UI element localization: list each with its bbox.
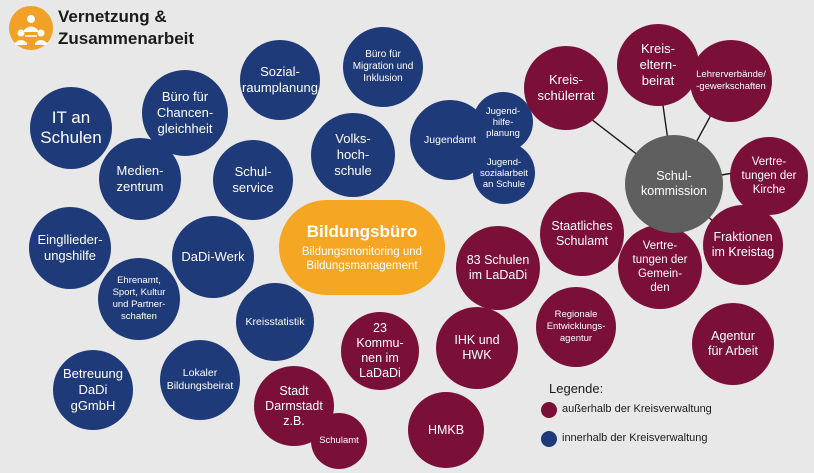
node-betreuung-dadi: Betreuung DaDi gGmbH [53, 350, 133, 430]
node-it-an-schulen: IT an Schulen [30, 87, 112, 169]
node-ehrenamt: Ehrenamt, Sport, Kultur und Partner- sch… [98, 258, 180, 340]
node-sozialraumplanung: Sozial- raumplanung [240, 40, 320, 120]
node-vertretungen-gemeinden: Vertre- tungen der Gemein- den [618, 225, 702, 309]
legend-blue-dot [541, 431, 557, 447]
node-eingliederungshilfe: Eingllieder- ungshilfe [29, 207, 111, 289]
legend-inside-label: innerhalb der Kreisverwaltung [562, 432, 708, 444]
node-medienzentrum: Medien- zentrum [99, 138, 181, 220]
center-bildungsbuero: Bildungsbüro Bildungsmonitoring und Bild… [279, 200, 445, 295]
network-people-icon [9, 6, 53, 50]
center-subtitle: Bildungsmonitoring und Bildungsmanagemen… [301, 246, 423, 272]
node-vertretungen-kirche: Vertre- tungen der Kirche [730, 137, 808, 215]
node-hmkb: HMKB [408, 392, 484, 468]
node-buero-migration: Büro für Migration und Inklusion [343, 27, 423, 107]
node-stadt-darmstadt: Stadt Darmstadt z.B. [254, 366, 334, 446]
node-kreiselternbeirat: Kreis- eltern- beirat [617, 24, 699, 106]
node-buero-chancengleichheit: Büro für Chancen- gleichheit [142, 70, 228, 156]
node-staatliches-schulamt: Staatliches Schulamt [540, 192, 624, 276]
page-title: Vernetzung & Zusammenarbeit [58, 7, 195, 48]
node-volkshochschule: Volks- hoch- schule [311, 113, 395, 197]
center-title: Bildungsbüro [306, 222, 418, 241]
legend-red-dot [541, 402, 557, 418]
node-kreisstatistik: Kreisstatistik [236, 283, 314, 361]
node-jugendsozialarbeit: Jugend- sozialarbeit an Schule [473, 142, 535, 204]
node-lehrerverbaende: Lehrerverbände/ -gewerkschaften [690, 40, 772, 122]
node-ihk-hwk: IHK und HWK [436, 307, 518, 389]
node-schulamt: Schulamt [311, 413, 367, 469]
node-83-schulen: 83 Schulen im LaDaDi [456, 226, 540, 310]
node-dadi-werk: DaDi-Werk [172, 216, 254, 298]
node-regionale-entwicklungsagentur: Regionale Entwicklungs- agentur [536, 287, 616, 367]
node-agentur-fuer-arbeit: Agentur für Arbeit [692, 303, 774, 385]
legend-outside-label: außerhalb der Kreisverwaltung [562, 403, 712, 415]
legend-title: Legende: [549, 381, 604, 396]
node-lokaler-bildungsbeirat: Lokaler Bildungsbeirat [160, 340, 240, 420]
node-schulservice: Schul- service [213, 140, 293, 220]
node-fraktionen-kreistag: Fraktionen im Kreistag [703, 205, 783, 285]
node-schulkommission: Schul- kommission [625, 135, 723, 233]
node-kreisschuelerrat: Kreis- schülerrat [524, 46, 608, 130]
node-23-kommunen: 23 Kommu- nen im LaDaDi [341, 312, 419, 390]
